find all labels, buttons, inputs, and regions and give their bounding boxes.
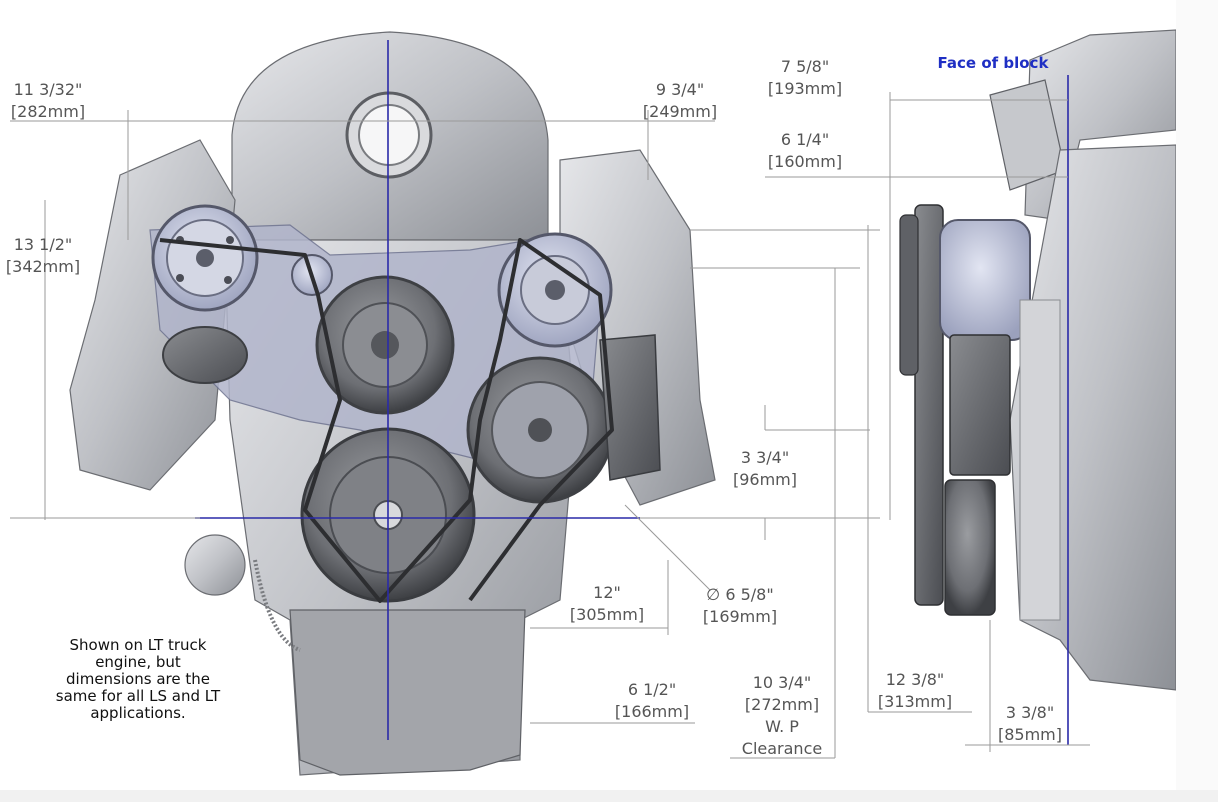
water-pump-pulley <box>315 275 455 415</box>
dim-pulley-diameter-metric: [169mm] <box>703 607 777 626</box>
dim-wp-clearance-imperial: 10 3/4" <box>753 673 812 692</box>
note-line-1: Shown on LT truck <box>70 636 207 654</box>
side-pulley-stack <box>914 204 944 606</box>
dim-side-bottom-imperial: 3 3/8" <box>1006 703 1054 722</box>
dim-pulley-offset-imperial: 3 3/4" <box>741 448 789 467</box>
note-line-2: engine, but <box>95 653 181 671</box>
side-alternator <box>939 219 1031 341</box>
dim-side-top-metric: [193mm] <box>768 79 842 98</box>
note-line-3: dimensions are the <box>66 670 210 688</box>
dim-bottom-width: 6 1/2" [166mm] <box>615 680 689 721</box>
side-view-engine <box>899 29 1177 691</box>
serpentine-belt <box>159 238 614 603</box>
dim-lower-width: 12" [305mm] <box>570 583 644 624</box>
dim-side-bottom: 3 3/8" [85mm] <box>998 703 1062 744</box>
face-of-block-label: Face of block <box>938 54 1050 72</box>
dim-top-right-imperial: 9 3/4" <box>656 80 704 99</box>
dim-side-depth: 12 3/8" [313mm] <box>878 670 952 711</box>
dim-side-second-imperial: 6 1/4" <box>781 130 829 149</box>
dim-wp-clearance-line2: Clearance <box>742 739 822 758</box>
alternator <box>497 232 613 348</box>
dim-left-height-metric: [342mm] <box>6 257 80 276</box>
dim-left-height: 13 1/2" [342mm] <box>6 235 80 276</box>
dim-bottom-width-metric: [166mm] <box>615 702 689 721</box>
dim-top-left-metric: [282mm] <box>11 102 85 121</box>
dim-side-depth-imperial: 12 3/8" <box>886 670 945 689</box>
dim-side-second: 6 1/4" [160mm] <box>768 130 842 171</box>
dim-pulley-offset: 3 3/4" [96mm] <box>733 448 797 489</box>
dim-wp-clearance-metric: [272mm] <box>745 695 819 714</box>
dim-pulley-diameter-imperial: ∅ 6 5/8" <box>706 585 773 604</box>
application-note: Shown on LT truck engine, but dimensions… <box>56 636 221 722</box>
dim-side-second-metric: [160mm] <box>768 152 842 171</box>
belt-tensioner <box>162 326 248 384</box>
dim-top-left-imperial: 11 3/32" <box>14 80 83 99</box>
dimension-lines <box>10 92 1090 759</box>
dim-lower-width-metric: [305mm] <box>570 605 644 624</box>
dim-side-bottom-metric: [85mm] <box>998 725 1062 744</box>
bottom-margin <box>0 790 1218 802</box>
note-line-4: same for all LS and LT <box>56 687 221 705</box>
side-ps-reservoir <box>949 334 1011 476</box>
dim-top-right-width: 9 3/4" [249mm] <box>643 80 717 121</box>
dim-top-right-metric: [249mm] <box>643 102 717 121</box>
dim-side-top: 7 5/8" [193mm] <box>768 57 842 98</box>
note-line-5: applications. <box>90 704 185 722</box>
dim-pulley-offset-metric: [96mm] <box>733 470 797 489</box>
dim-pulley-diameter: ∅ 6 5/8" [169mm] <box>703 585 777 626</box>
dim-wp-clearance-line1: W. P <box>765 717 799 736</box>
front-view-engine <box>69 31 716 776</box>
oil-pan <box>289 609 526 776</box>
ac-compressor <box>151 204 259 312</box>
dim-lower-width-imperial: 12" <box>593 583 621 602</box>
side-crank-pulley <box>944 479 996 616</box>
dim-side-top-imperial: 7 5/8" <box>781 57 829 76</box>
dim-top-left-width: 11 3/32" [282mm] <box>11 80 85 121</box>
dim-bottom-width-imperial: 6 1/2" <box>628 680 676 699</box>
dim-wp-clearance: 10 3/4" [272mm] W. P Clearance <box>742 673 822 758</box>
dim-side-depth-metric: [313mm] <box>878 692 952 711</box>
right-margin <box>1176 0 1218 802</box>
dim-left-height-imperial: 13 1/2" <box>14 235 73 254</box>
